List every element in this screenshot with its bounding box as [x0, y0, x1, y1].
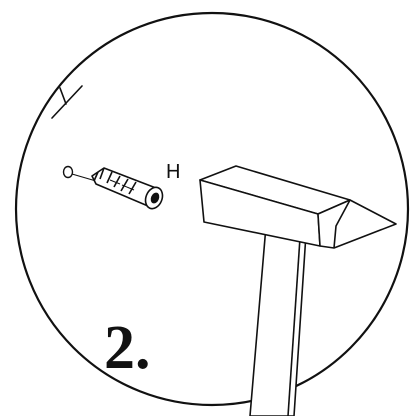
detail-circle-frame: [14, 11, 410, 407]
wall-anchor-icon: [91, 167, 164, 210]
drill-hole-icon: [62, 165, 74, 179]
hammer-icon: [199, 165, 397, 416]
anchor-part-label: H: [166, 161, 180, 183]
step-number: 2.: [104, 314, 151, 382]
wall-mark-icon: [51, 85, 83, 119]
alignment-line: [71, 173, 97, 182]
